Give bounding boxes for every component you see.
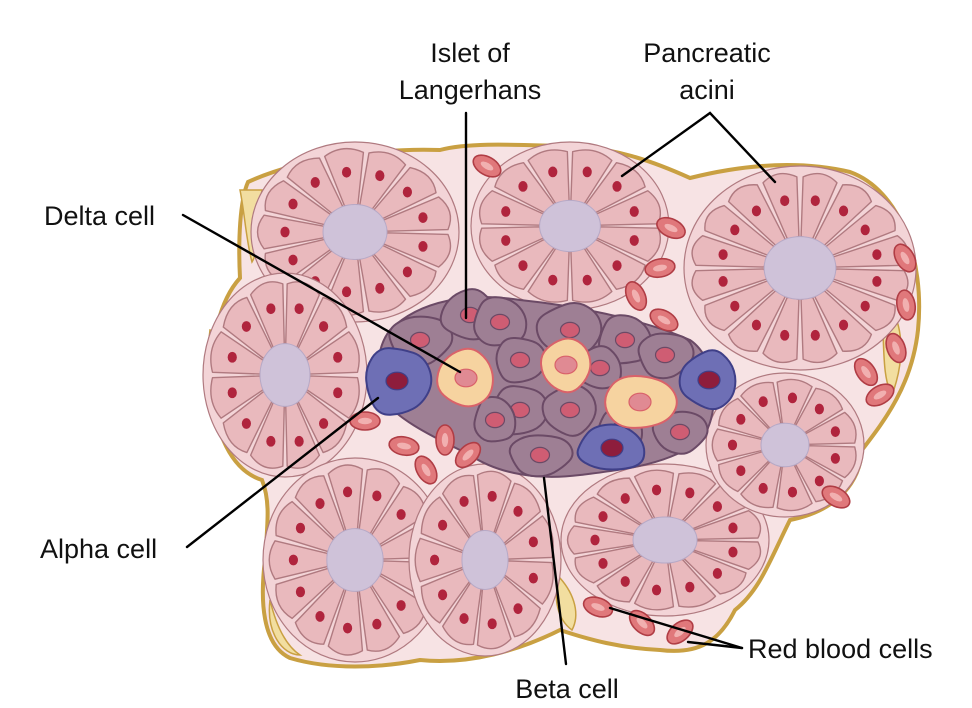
red-blood-cell bbox=[472, 154, 502, 178]
label-delta-cell: Delta cell bbox=[44, 201, 155, 231]
red-blood-cell bbox=[582, 596, 614, 618]
delta-cell bbox=[436, 347, 494, 408]
leader-line-acini bbox=[620, 111, 777, 184]
alpha-cell bbox=[576, 423, 646, 471]
red-blood-cell bbox=[644, 257, 676, 279]
pancreatic-acinus bbox=[705, 372, 865, 518]
label-acini-line1: Pancreatic bbox=[643, 38, 771, 68]
delta-cell bbox=[604, 375, 678, 429]
islet-of-langerhans bbox=[365, 288, 737, 478]
leader-line-beta bbox=[542, 476, 568, 666]
red-blood-cells-group bbox=[349, 154, 917, 645]
beta-cell bbox=[495, 336, 548, 384]
red-blood-cell bbox=[821, 485, 851, 509]
beta-cell bbox=[473, 395, 517, 443]
pancreatic-acinus bbox=[250, 141, 460, 323]
red-blood-cell bbox=[388, 435, 420, 457]
alpha-cell bbox=[678, 349, 737, 411]
label-beta-cell: Beta cell bbox=[515, 674, 619, 704]
leader-line-alpha bbox=[185, 396, 380, 549]
label-acini-line2: acini bbox=[679, 75, 735, 105]
red-blood-cell bbox=[349, 411, 381, 431]
label-islet-line1: Islet of bbox=[430, 38, 510, 68]
leader-lines bbox=[181, 111, 777, 666]
red-blood-cell bbox=[414, 455, 438, 485]
red-blood-cell bbox=[885, 332, 907, 364]
pancreatic-acinus bbox=[683, 165, 917, 371]
red-blood-cell bbox=[865, 383, 895, 407]
pancreatic-acinus bbox=[408, 463, 562, 657]
red-blood-cell bbox=[656, 216, 686, 240]
red-blood-cell bbox=[454, 441, 482, 469]
labels: Islet of Langerhans Pancreatic acini Del… bbox=[40, 38, 933, 704]
red-blood-cell bbox=[624, 281, 648, 311]
red-blood-cell bbox=[895, 289, 917, 321]
leader-line-delta bbox=[181, 213, 462, 374]
beta-cell bbox=[651, 410, 709, 455]
label-red-blood-cells: Red blood cells bbox=[748, 634, 933, 664]
red-blood-cell bbox=[649, 308, 679, 332]
delta-cell bbox=[540, 337, 592, 394]
label-islet-line2: Langerhans bbox=[399, 75, 542, 105]
label-alpha-cell: Alpha cell bbox=[40, 534, 157, 564]
red-blood-cell bbox=[893, 243, 917, 273]
beta-cell bbox=[473, 296, 528, 347]
stroma-patch bbox=[268, 599, 303, 656]
acini-group bbox=[202, 141, 917, 663]
red-blood-cell bbox=[853, 357, 879, 387]
pancreatic-acinus bbox=[560, 463, 770, 617]
pancreatic-acinus bbox=[470, 141, 670, 311]
alpha-cell bbox=[365, 347, 433, 416]
leader-line-rbc-1 bbox=[608, 606, 744, 650]
beta-cell bbox=[508, 434, 574, 478]
red-blood-cell bbox=[435, 424, 455, 456]
pancreatic-acinus bbox=[202, 272, 368, 478]
leader-line-rbc-2 bbox=[686, 640, 744, 650]
